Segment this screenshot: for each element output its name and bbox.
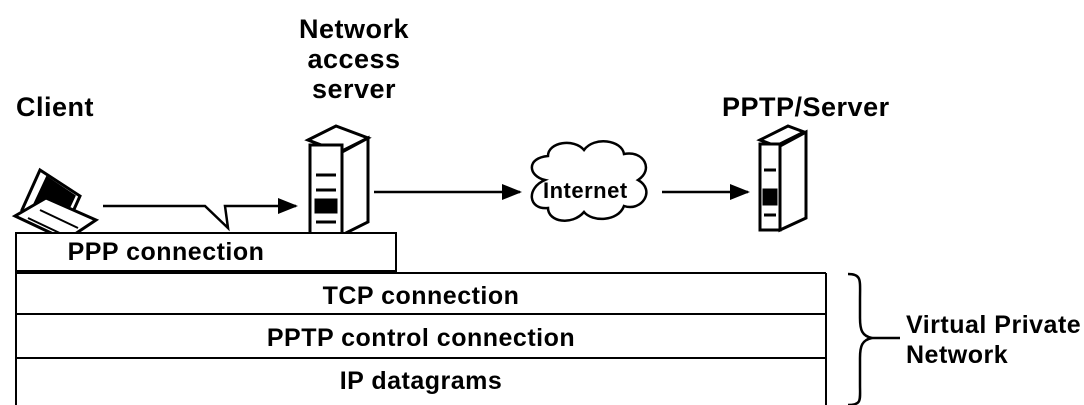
ip-datagrams-label: IP datagrams [339,367,503,395]
ppp-connection-box [15,232,397,272]
vpn-label: Virtual Private Network [906,310,1081,370]
internet-label: Internet [543,178,628,203]
nas-label-line-1: Network [298,14,410,44]
connection-stack [15,271,827,405]
nas-label-line-3: server [311,74,397,104]
vpn-label-line-1: Virtual Private [906,311,1082,339]
nas-server-icon [304,124,372,238]
vpn-label-line-2: Network [906,341,1009,369]
vpn-brace [847,272,873,405]
pptp-control-connection-label: PPTP control connection [266,324,576,352]
client-label: Client [16,92,95,122]
nas-label-line-2: access [307,44,401,74]
client-to-nas-link [103,198,298,232]
internet-cloud-icon [530,140,648,222]
pptp-server-label: PPTP/Server [722,92,890,122]
tcp-connection-label: TCP connection [322,282,520,310]
pptp-server-icon [756,124,808,233]
client-laptop-icon [11,167,100,242]
nas-label: Network access server [284,14,424,104]
ppp-connection-label: PPP connection [67,238,265,266]
